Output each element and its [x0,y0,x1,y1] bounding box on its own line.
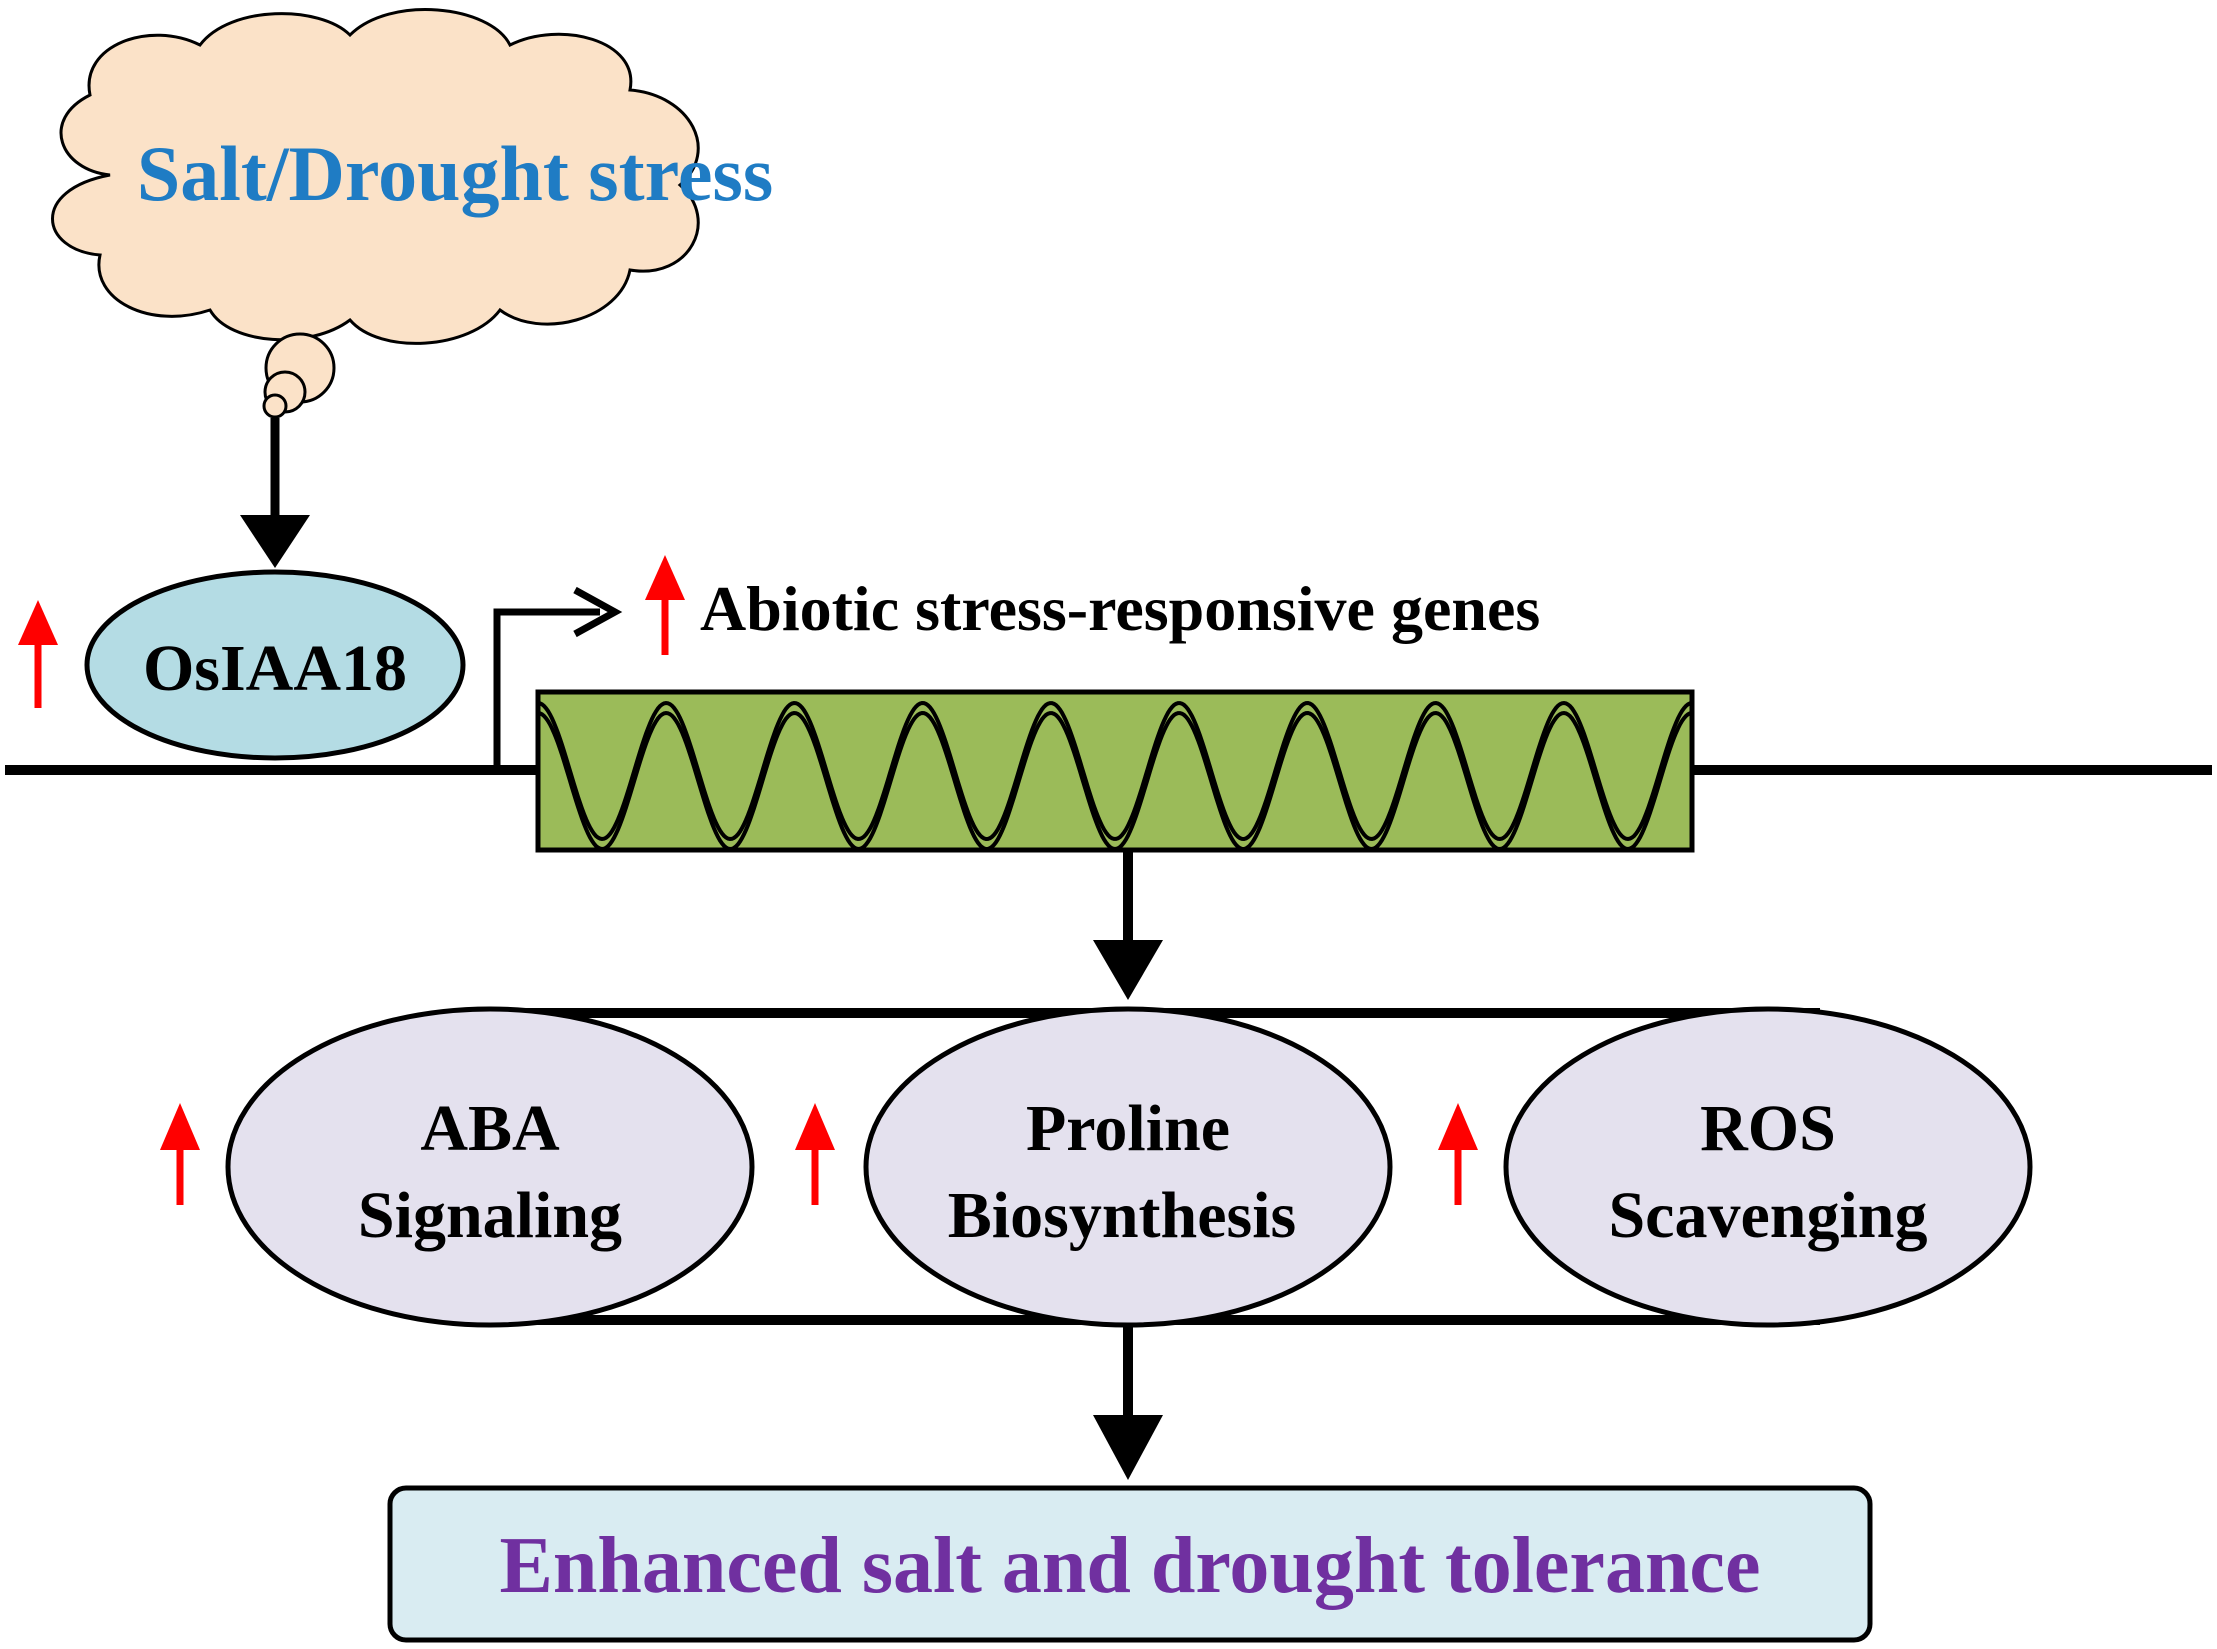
osiaa18-protein [84,569,466,761]
dna-wave-1 [537,700,1693,842]
red-up-arrow-icon [160,1103,200,1205]
pathway-ros-line1: ROS [1700,1092,1836,1165]
gene-box [535,689,1695,853]
pathway-aba-line2: Signaling [358,1179,622,1252]
protein-label: OsIAA18 [143,632,407,705]
stress-cloud: Salt/Drought stress [51,8,773,419]
thought-bubble-small [262,393,288,419]
arrowhead-stress-to-protein [240,515,310,568]
pathway-proline: Proline Biosynthesis [795,1006,1393,1328]
stress-label: Salt/Drought stress [137,130,773,217]
red-up-arrow-icon [795,1103,835,1205]
red-up-arrow-icon [645,555,685,655]
dna-wave-2 [537,710,1693,852]
pathway-aba-line1: ABA [420,1092,560,1165]
red-up-arrow-icon [1438,1103,1478,1205]
arrowhead-pathways-to-outcome [1093,1415,1163,1480]
arrowhead-gene-to-pathways [1093,940,1163,1000]
pathway-aba: ABA Signaling [160,1006,755,1328]
thought-cloud-icon [51,8,700,345]
pathway-ros-line2: Scavenging [1608,1179,1927,1252]
promoter-arrow-icon [493,586,623,770]
pathway-proline-line2: Biosynthesis [948,1179,1296,1252]
red-up-arrow-icon [18,600,58,708]
outcome-label: Enhanced salt and drought tolerance [500,1522,1761,1610]
pathway-ros: ROS Scavenging [1438,1006,2033,1328]
outcome-box [387,1485,1873,1643]
gene-label: Abiotic stress-responsive genes [700,573,1540,644]
pathway-proline-line1: Proline [1026,1092,1230,1165]
